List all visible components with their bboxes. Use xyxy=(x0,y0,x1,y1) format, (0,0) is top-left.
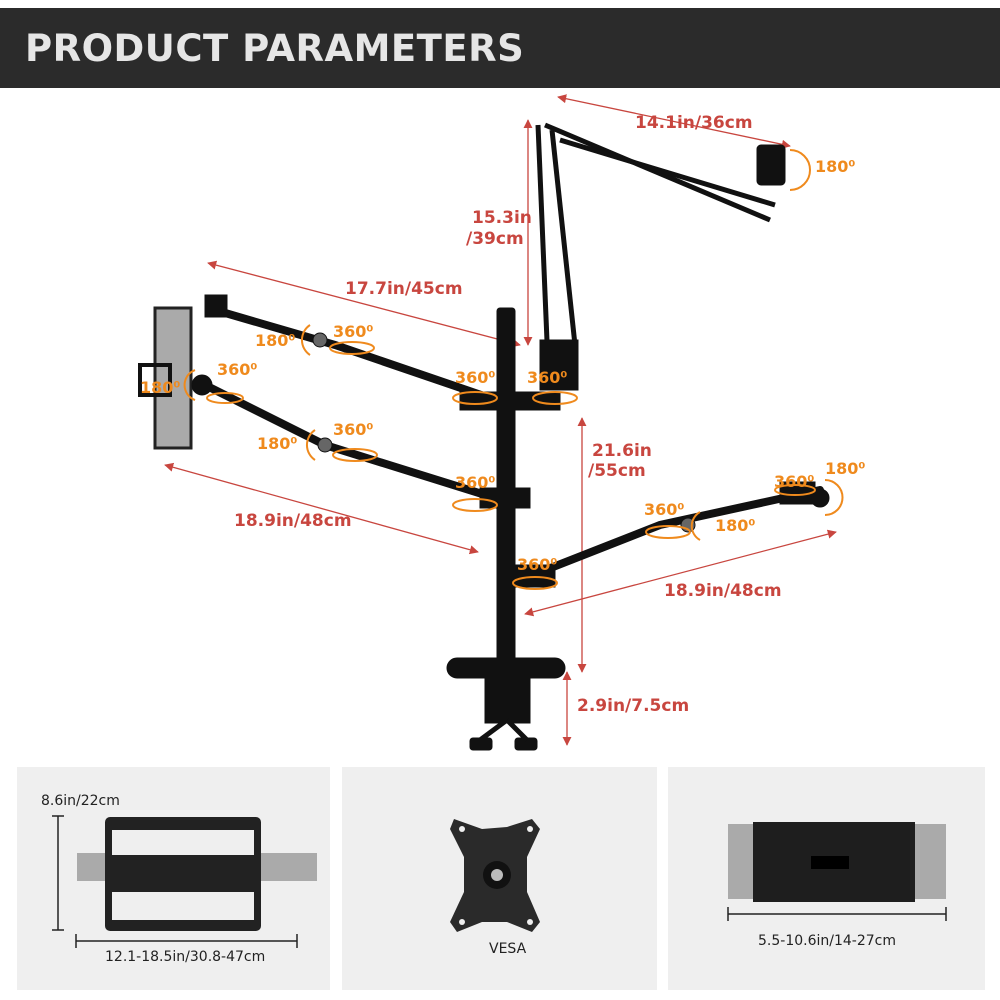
rotation-indicators xyxy=(183,149,844,590)
phone-clip xyxy=(756,144,786,186)
panel-laptop-tray: 8.6in/22cm 12.1-18.5in/30.8-47cm xyxy=(17,767,330,990)
boom-joint xyxy=(539,339,579,391)
vesa-label: VESA xyxy=(489,941,527,957)
dimension-boom-height-line2: /39cm xyxy=(466,229,524,249)
header-bar: PRODUCT PARAMETERS xyxy=(0,8,1000,88)
stand xyxy=(138,122,830,751)
rotation-label: 360⁰ xyxy=(217,360,258,379)
lower-collar xyxy=(504,564,556,588)
right-arm xyxy=(521,486,824,582)
clamp xyxy=(484,677,531,724)
tablet-holder-width-label: 5.5-10.6in/14-27cm xyxy=(758,933,896,949)
panel-tablet-holder: 5.5-10.6in/14-27cm xyxy=(668,767,985,990)
arm-end xyxy=(204,294,228,318)
dimension-lines xyxy=(164,94,837,746)
dimension-boom-height-line1: 15.3in xyxy=(472,208,532,228)
laptop-tray-image xyxy=(52,815,317,948)
middle-collar xyxy=(479,487,531,509)
dimension-line-right-arm xyxy=(524,529,837,617)
rotation-label: 180⁰ xyxy=(257,434,298,453)
dimension-line-upper-arm xyxy=(207,260,521,348)
dimension-clamp-height: 2.9in/7.5cm xyxy=(577,696,690,716)
dimension-lower-left-arm-length: 18.9in/48cm xyxy=(234,511,352,531)
dimension-line-left-arm xyxy=(164,462,479,555)
rotation-label: 360⁰ xyxy=(644,500,685,519)
rotation-label: 180⁰ xyxy=(715,516,756,535)
dimension-line-top-boom xyxy=(557,94,791,149)
lower-left-arm xyxy=(201,381,499,502)
rotation-label: 360⁰ xyxy=(455,368,496,387)
dimension-right-arm-length: 18.9in/48cm xyxy=(664,581,782,601)
rotation-label: 180⁰ xyxy=(815,157,856,176)
rotation-label: 360⁰ xyxy=(333,322,374,341)
vesa-plate-image xyxy=(450,819,540,932)
page-title: PRODUCT PARAMETERS xyxy=(25,27,525,70)
dimension-top-boom-length: 14.1in/36cm xyxy=(635,113,753,133)
base-plate xyxy=(446,657,566,679)
rotation-label: 360⁰ xyxy=(527,368,568,387)
rotation-label: 360⁰ xyxy=(774,472,815,491)
tablet-holder xyxy=(153,306,193,450)
boom-arm xyxy=(535,122,776,366)
tablet-holder-image xyxy=(727,822,947,921)
dimension-pole-height-line1: 21.6in xyxy=(592,441,652,461)
dimension-upper-arm-length: 17.7in/45cm xyxy=(345,279,463,299)
rotation-label: 180⁰ xyxy=(255,331,296,350)
rotation-label: 180⁰ xyxy=(140,378,181,397)
ball-head xyxy=(810,488,830,508)
laptop-tray-height-label: 8.6in/22cm xyxy=(41,793,120,809)
dimension-pole-height-line2: /55cm xyxy=(588,461,646,481)
upper-collar xyxy=(459,391,561,411)
monitor-stand-illustration xyxy=(138,94,844,751)
rotation-label: 360⁰ xyxy=(455,473,496,492)
laptop-tray-width-label: 12.1-18.5in/30.8-47cm xyxy=(105,949,266,965)
rotation-label: 360⁰ xyxy=(333,420,374,439)
rotation-label: 360⁰ xyxy=(517,555,558,574)
panel-vesa: VESA xyxy=(342,767,657,990)
rotation-label: 180⁰ xyxy=(825,459,866,478)
